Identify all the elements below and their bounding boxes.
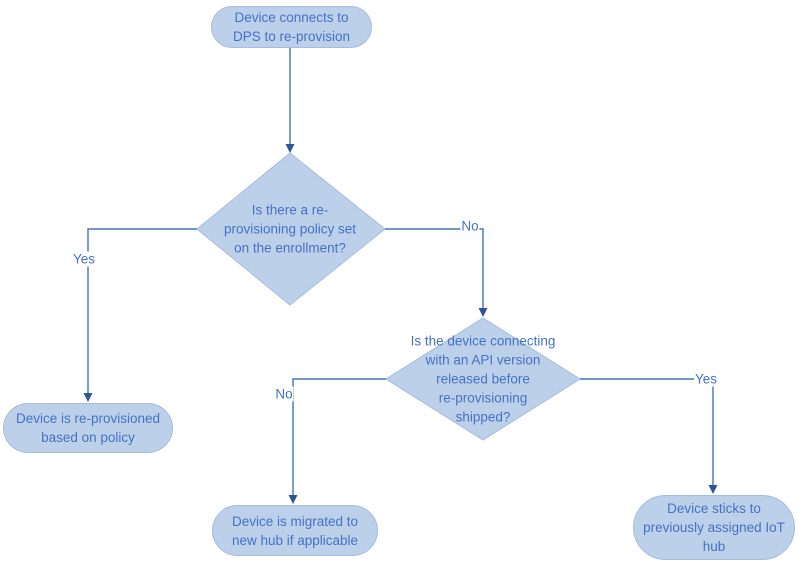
decision2-yes-edge-label: Yes [693, 371, 719, 387]
start-node: Device connects to DPS to re-provision [211, 6, 372, 48]
decision-2-node: Is the device connecting with an API ver… [410, 333, 556, 425]
decision-2-shape [385, 317, 581, 441]
connector-decision2-yes-to-sticks [580, 378, 718, 494]
connector-decision1-no-to-decision2 [385, 228, 488, 317]
decision1-yes-edge-label: Yes [71, 251, 97, 267]
decision-1-node: Is there a re- provisioning policy set o… [223, 202, 357, 256]
decision1-no-edge-label: No [460, 218, 480, 234]
connector-decision2-no-to-migrated [288, 378, 386, 504]
migrated-node: Device is migrated to new hub if applica… [212, 505, 378, 556]
decision-1-shape [196, 152, 386, 306]
sticks-node: Device sticks to previously assigned IoT… [633, 495, 795, 560]
decision2-no-edge-label: No [274, 386, 294, 402]
connector-decision1-yes-to-reprovisioned [83, 228, 197, 402]
reprovisioned-node: Device is re-provisioned based on policy [3, 403, 173, 453]
